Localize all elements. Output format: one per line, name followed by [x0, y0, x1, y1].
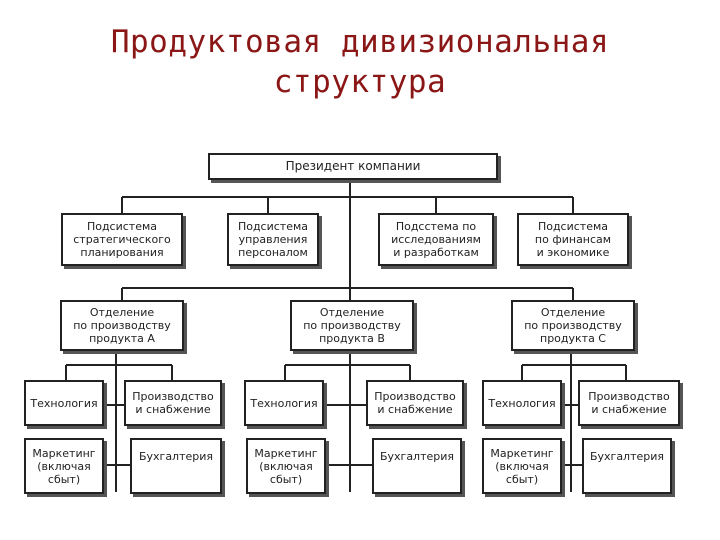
- division-b-accounting: Бухгалтерия: [372, 438, 462, 494]
- slide-title: Продуктовая дивизиональная структура: [0, 22, 720, 102]
- subsystem-finance: Подсистема по финансам и экономике: [517, 213, 629, 266]
- president-box: Президент компании: [208, 153, 498, 180]
- division-b-production-supply: Производство и снабжение: [366, 380, 464, 426]
- division-a-production-supply: Производство и снабжение: [124, 380, 222, 426]
- subsystem-hr: Подсистема управления персоналом: [227, 213, 319, 266]
- division-b: Отделение по производству продукта В: [290, 300, 414, 351]
- subsystem-rnd: Подсстема по исследованиям и разработкам: [378, 213, 494, 266]
- division-c-accounting: Бухгалтерия: [582, 438, 672, 494]
- division-b-marketing: Маркетинг (включая сбыт): [246, 438, 326, 494]
- division-a: Отделение по производству продукта А: [60, 300, 184, 351]
- slide-title-line-1: Продуктовая дивизиональная: [110, 24, 610, 60]
- slide-title-line-2: структура: [273, 64, 447, 100]
- division-a-accounting: Бухгалтерия: [130, 438, 222, 494]
- division-c-technology: Технология: [482, 380, 562, 426]
- division-c-marketing: Маркетинг (включая сбыт): [482, 438, 562, 494]
- division-a-technology: Технология: [24, 380, 104, 426]
- division-b-technology: Технология: [244, 380, 324, 426]
- subsystem-strategic-planning: Подсистема стратегического планирования: [61, 213, 183, 266]
- division-a-marketing: Маркетинг (включая сбыт): [24, 438, 104, 494]
- division-c: Отделение по производству продукта С: [511, 300, 635, 351]
- division-c-production-supply: Производство и снабжение: [578, 380, 680, 426]
